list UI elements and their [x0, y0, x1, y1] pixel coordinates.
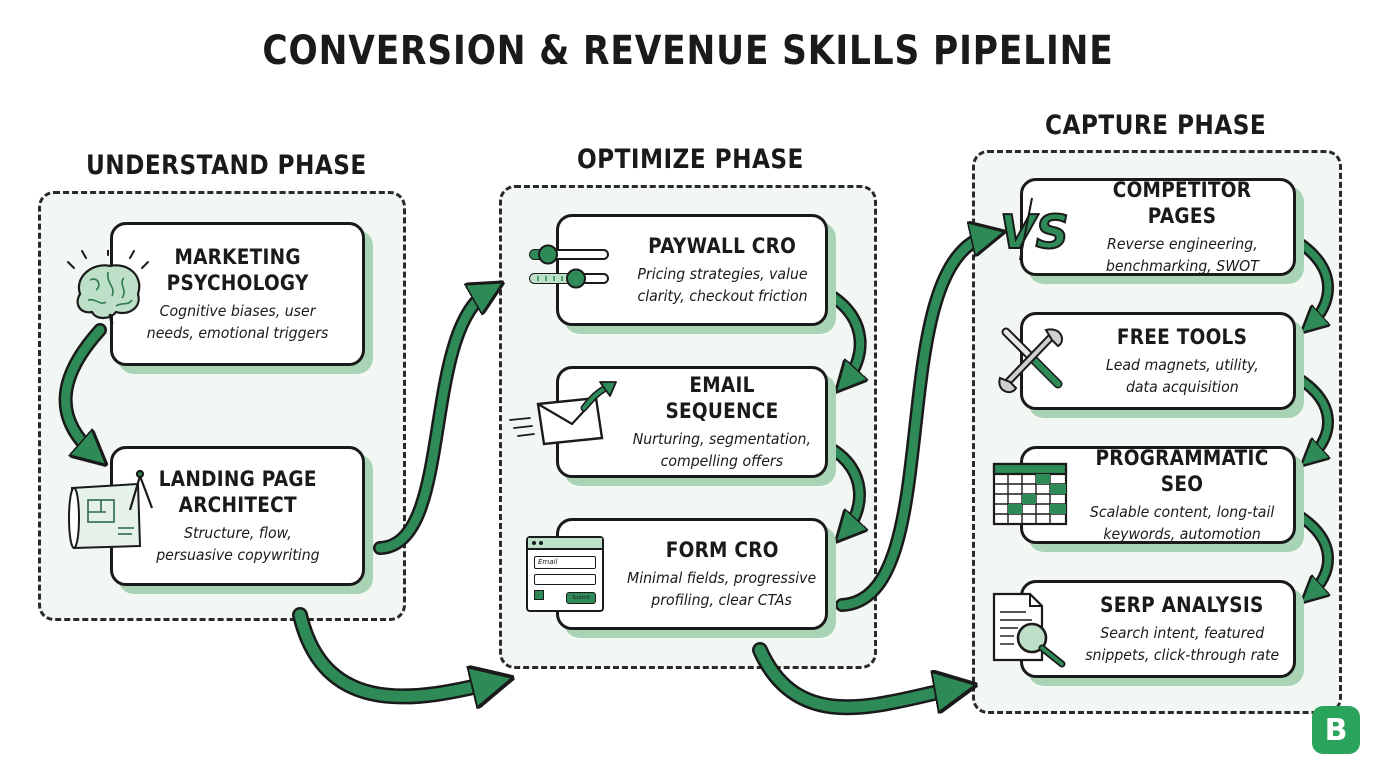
brand-logo: B: [1312, 706, 1360, 754]
card-description: Search intent, featured snippets, click-…: [1084, 624, 1280, 664]
card-marketing-psychology: MARKETING PSYCHOLOGY Cognitive biases, u…: [110, 222, 365, 366]
card-title: PROGRAMMATIC SEO: [1095, 446, 1269, 496]
card-description: Lead magnets, utility, data acquisition: [1105, 356, 1259, 396]
sliders-icon: [529, 244, 609, 289]
magnifier-document-icon: [992, 592, 1066, 668]
card-programmatic-seo: PROGRAMMATIC SEO Scalable content, long-…: [1020, 446, 1296, 544]
versus-icon: VS: [999, 197, 1070, 261]
brain-icon: [67, 250, 149, 325]
window-dot: [539, 541, 543, 545]
card-free-tools: FREE TOOLS Lead magnets, utility, data a…: [1020, 312, 1296, 410]
card-description: Reverse engineering, benchmarking, SWOT: [1105, 235, 1259, 275]
card-title: MARKETING PSYCHOLOGY: [166, 245, 309, 295]
card-description: Pricing strategies, value clarity, check…: [636, 265, 808, 305]
form-checkbox: [534, 590, 544, 600]
card-title: FREE TOOLS: [1116, 325, 1248, 349]
form-icon: Email Submit: [526, 536, 604, 612]
tools-icon: [998, 327, 1063, 394]
card-title: COMPETITOR PAGES: [1112, 178, 1252, 228]
form-field: Email: [534, 556, 596, 569]
blueprint-icon: [68, 469, 154, 550]
card-title: PAYWALL CRO: [647, 234, 797, 258]
card-paywall-cro: PAYWALL CRO Pricing strategies, value cl…: [556, 214, 828, 326]
diagram-title: CONVERSION & REVENUE SKILLS PIPELINE: [262, 28, 1114, 74]
window-dot: [532, 541, 536, 545]
card-description: Cognitive biases, user needs, emotional …: [146, 302, 329, 342]
phase-label-capture: CAPTURE PHASE: [1045, 110, 1267, 141]
form-submit-button: Submit: [566, 592, 596, 604]
versus-text: VS: [1000, 205, 1069, 259]
card-title: FORM CRO: [665, 538, 779, 562]
card-description: Scalable content, long-tail keywords, au…: [1089, 503, 1275, 543]
spreadsheet-icon: [992, 462, 1068, 526]
envelope-icon: [509, 381, 617, 446]
card-title: LANDING PAGE ARCHITECT: [158, 467, 317, 517]
card-serp-analysis: SERP ANALYSIS Search intent, featured sn…: [1020, 580, 1296, 678]
form-field: [534, 574, 596, 585]
card-title: SERP ANALYSIS: [1100, 593, 1264, 617]
card-description: Minimal fields, progressive profiling, c…: [627, 569, 817, 609]
card-description: Nurturing, segmentation, compelling offe…: [632, 430, 812, 470]
phase-label-optimize: OPTIMIZE PHASE: [577, 144, 804, 175]
card-title: EMAIL SEQUENCE: [665, 373, 779, 423]
card-competitor-pages: COMPETITOR PAGES Reverse engineering, be…: [1020, 178, 1296, 276]
card-landing-page-architect: LANDING PAGE ARCHITECT Structure, flow, …: [110, 446, 365, 586]
form-titlebar: [528, 538, 602, 550]
card-description: Structure, flow, persuasive copywriting: [155, 524, 320, 564]
phase-label-understand: UNDERSTAND PHASE: [86, 150, 367, 181]
